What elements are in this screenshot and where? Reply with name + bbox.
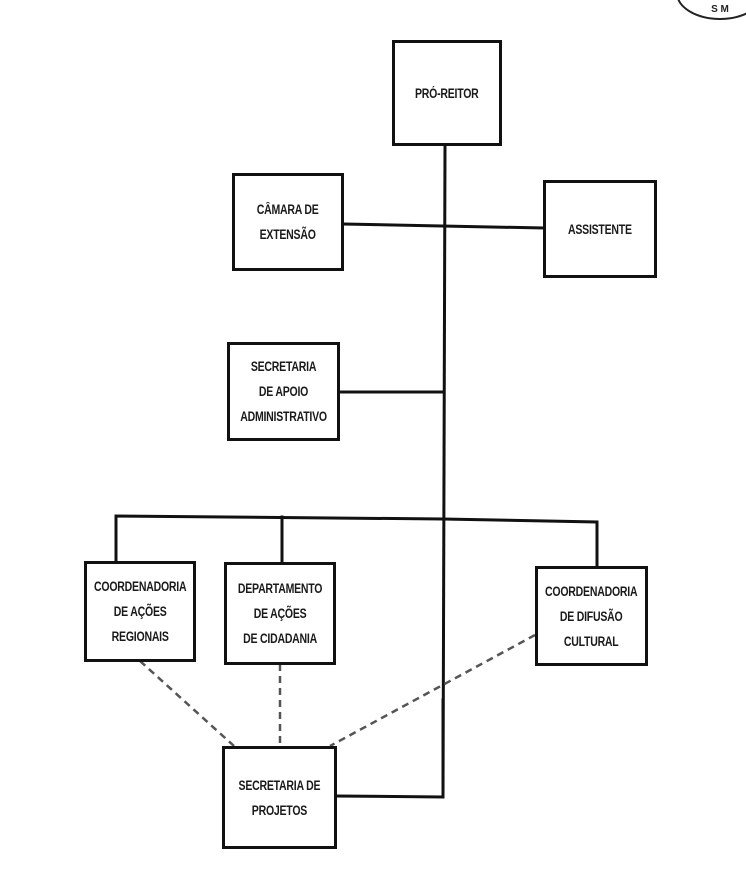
node-label: SECRETARIA DE PROJETOS [238,777,321,818]
node-label: PRÓ-REITOR [415,85,479,101]
edge-trunk [441,144,447,799]
stamp-text: S M [711,4,729,15]
node-coord-acoes-regionais: COORDENADORIA DE AÇÕES REGIONAIS [84,561,196,662]
node-camara-extensao: CÂMARA DE EXTENSÃO [232,173,344,271]
edge-secretaria-projetos [334,698,445,799]
edge-dashed-difusao-projetos [329,633,536,748]
node-pro-reitor: PRÓ-REITOR [392,40,502,146]
edge-bottom-bus [114,514,599,568]
node-dept-acoes-cidadania: DEPARTAMENTO DE AÇÕES DE CIDADANIA [224,562,336,665]
node-label: COORDENADORIA DE AÇÕES REGIONAIS [93,579,187,644]
edge-dashed-regionais-projetos [139,660,235,747]
node-label: CÂMARA DE EXTENSÃO [257,202,319,242]
node-label: DEPARTAMENTO DE AÇÕES DE CIDADANIA [237,581,323,646]
node-secretaria-projetos: SECRETARIA DE PROJETOS [222,746,337,849]
node-label: SECRETARIA DE APOIO ADMINISTRATIVO [240,359,327,424]
node-label: COORDENADORIA DE DIFUSÃO CULTURAL [545,583,638,649]
node-label: ASSISTENTE [568,221,632,237]
node-coord-difusao-cultural: COORDENADORIA DE DIFUSÃO CULTURAL [535,566,648,666]
edge-camara-assistente [342,222,545,230]
node-assistente: ASSISTENTE [543,180,657,278]
node-secretaria-apoio: SECRETARIA DE APOIO ADMINISTRATIVO [227,342,340,441]
